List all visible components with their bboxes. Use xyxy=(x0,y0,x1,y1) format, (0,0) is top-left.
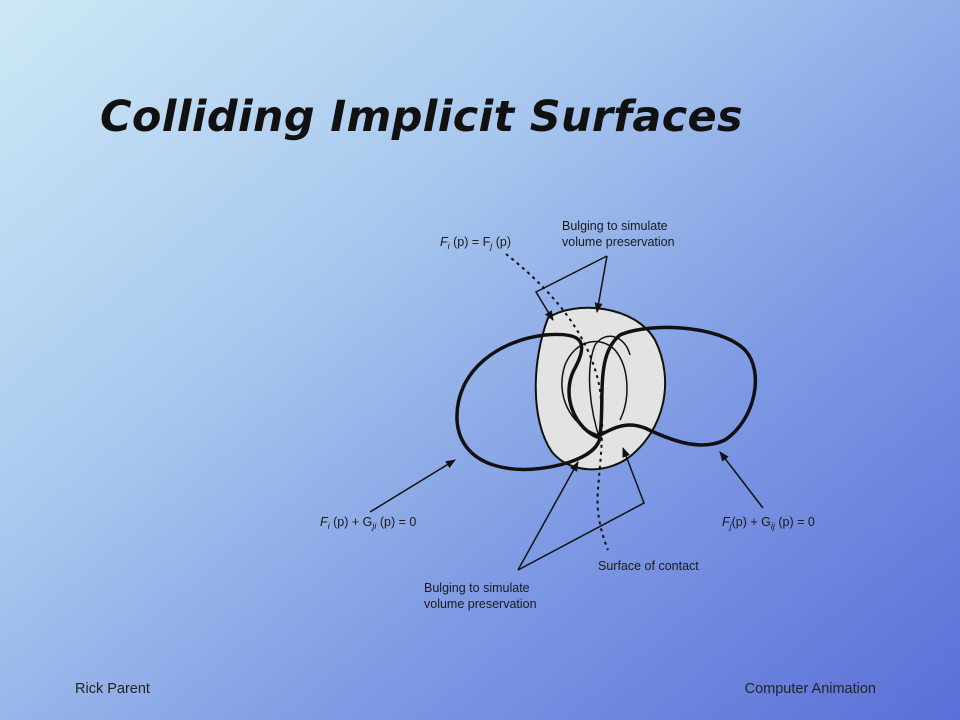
surface-of-contact-label: Surface of contact xyxy=(598,559,699,573)
right-surface-arrow xyxy=(719,451,764,509)
surface-of-contact-line xyxy=(505,253,609,551)
left-surface-curve xyxy=(455,332,603,472)
right-surface-label: Fj(p) + Gij (p) = 0 xyxy=(722,515,815,531)
top-bulge-pointer-a xyxy=(534,255,608,321)
top-bulge-pointer-b xyxy=(594,255,608,313)
top-bulge-label-line1: Bulging to simulate xyxy=(562,219,668,233)
bottom-bulge-label-line1: Bulging to simulate xyxy=(424,581,530,595)
bottom-bulge-pointer-a xyxy=(517,461,579,571)
bottom-bulge-label-line2: volume preservation xyxy=(424,597,537,611)
inner-overlap-curve-right xyxy=(588,335,631,441)
bottom-bulge-pointer-b xyxy=(517,447,645,571)
left-surface-label: Fi (p) + Gji (p) = 0 xyxy=(320,515,416,531)
footer-course: Computer Animation xyxy=(744,681,876,697)
top-bulge-label-line2: volume preservation xyxy=(562,235,675,249)
slide-title: Colliding Implicit Surfaces xyxy=(100,92,743,142)
left-surface-arrow xyxy=(369,459,456,513)
contact-equation-label: Fi (p) = Fj (p) xyxy=(440,235,511,251)
right-surface-curve xyxy=(597,325,758,447)
footer-author: Rick Parent xyxy=(75,681,150,697)
